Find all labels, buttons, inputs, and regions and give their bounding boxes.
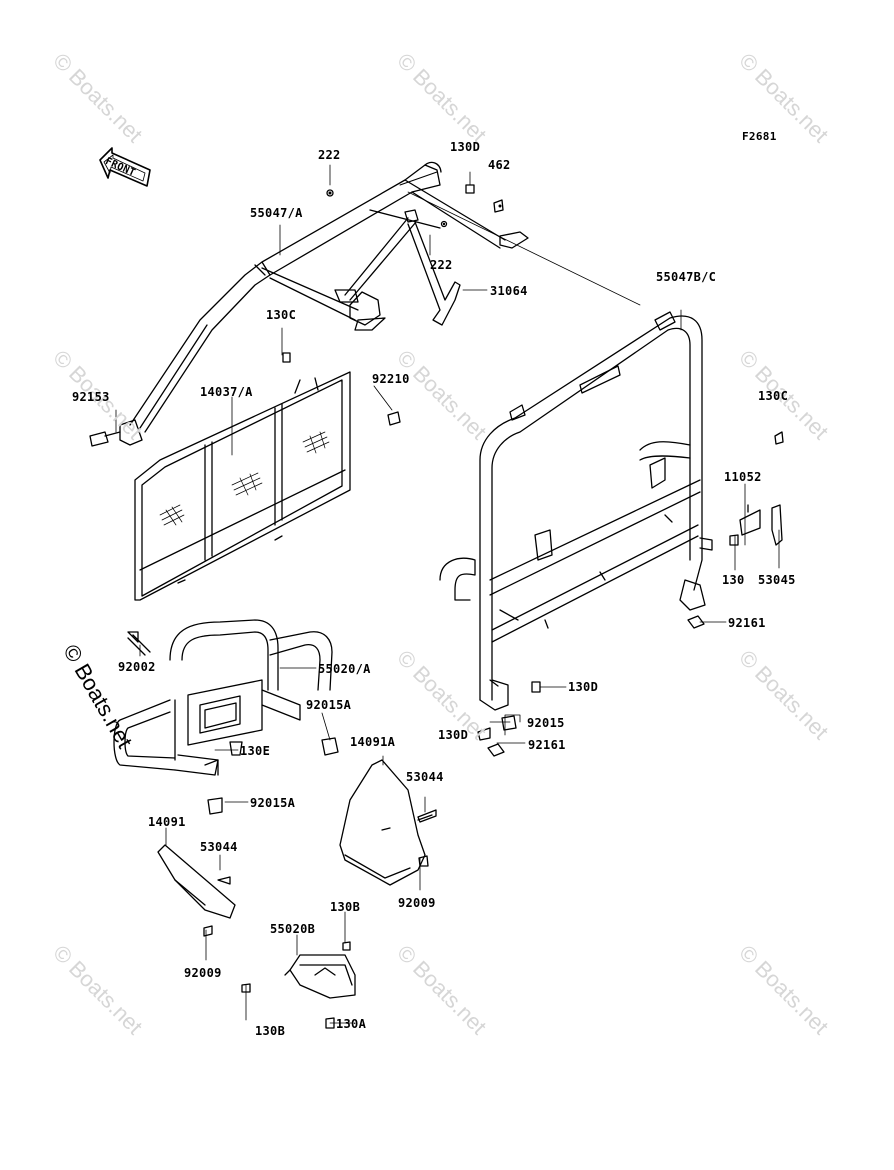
part-label-130[interactable]: 130 bbox=[722, 573, 745, 587]
part-label-130D[interactable]: 130D bbox=[568, 680, 599, 694]
part-label-92002[interactable]: 92002 bbox=[118, 660, 156, 674]
front-arrow-icon bbox=[99, 147, 151, 187]
part-label-92015A[interactable]: 92015A bbox=[250, 796, 296, 810]
part-label-130C[interactable]: 130C bbox=[266, 308, 297, 322]
figure-code: F2681 bbox=[742, 130, 777, 143]
part-label-55047A[interactable]: 55047/A bbox=[250, 206, 303, 220]
part-label-130D[interactable]: 130D bbox=[450, 140, 481, 154]
part-label-92009[interactable]: 92009 bbox=[398, 896, 436, 910]
part-label-55047BC[interactable]: 55047B/C bbox=[656, 270, 717, 284]
part-label-130D[interactable]: 130D bbox=[438, 728, 469, 742]
guard-14091A bbox=[339, 759, 433, 886]
part-label-130B[interactable]: 130B bbox=[330, 900, 361, 914]
part-label-11052[interactable]: 11052 bbox=[724, 470, 762, 484]
bracket-31064 bbox=[407, 221, 461, 326]
part-label-92210[interactable]: 92210 bbox=[372, 372, 410, 386]
rear-frame bbox=[439, 311, 713, 711]
part-label-92161[interactable]: 92161 bbox=[728, 616, 766, 630]
part-label-92161[interactable]: 92161 bbox=[528, 738, 566, 752]
part-label-53045[interactable]: 53045 bbox=[758, 573, 796, 587]
part-label-14091A[interactable]: 14091A bbox=[350, 735, 396, 749]
part-label-53044[interactable]: 53044 bbox=[406, 770, 444, 784]
part-label-222[interactable]: 222 bbox=[318, 148, 341, 162]
fasteners bbox=[89, 184, 784, 1029]
front-bumper bbox=[113, 619, 333, 776]
part-label-14091[interactable]: 14091 bbox=[148, 815, 186, 829]
part-label-55020B[interactable]: 55020B bbox=[270, 922, 316, 936]
part-label-130E[interactable]: 130E bbox=[240, 744, 271, 758]
part-label-92153[interactable]: 92153 bbox=[72, 390, 110, 404]
window-net bbox=[134, 371, 351, 601]
part-label-31064[interactable]: 31064 bbox=[490, 284, 528, 298]
part-label-14037A[interactable]: 14037/A bbox=[200, 385, 253, 399]
latch-assembly bbox=[739, 504, 783, 546]
part-label-92009[interactable]: 92009 bbox=[184, 966, 222, 980]
part-label-92015A[interactable]: 92015A bbox=[306, 698, 352, 712]
part-label-130B[interactable]: 130B bbox=[255, 1024, 286, 1038]
part-label-130C[interactable]: 130C bbox=[758, 389, 789, 403]
part-label-53044[interactable]: 53044 bbox=[200, 840, 238, 854]
part-label-55020A[interactable]: 55020/A bbox=[318, 662, 371, 676]
part-label-92015[interactable]: 92015 bbox=[527, 716, 565, 730]
skid-plate-55020B bbox=[284, 954, 356, 999]
part-label-222[interactable]: 222 bbox=[430, 258, 453, 272]
part-label-462[interactable]: 462 bbox=[488, 158, 511, 172]
part-label-130A[interactable]: 130A bbox=[336, 1017, 367, 1031]
plate-14091 bbox=[157, 844, 236, 919]
